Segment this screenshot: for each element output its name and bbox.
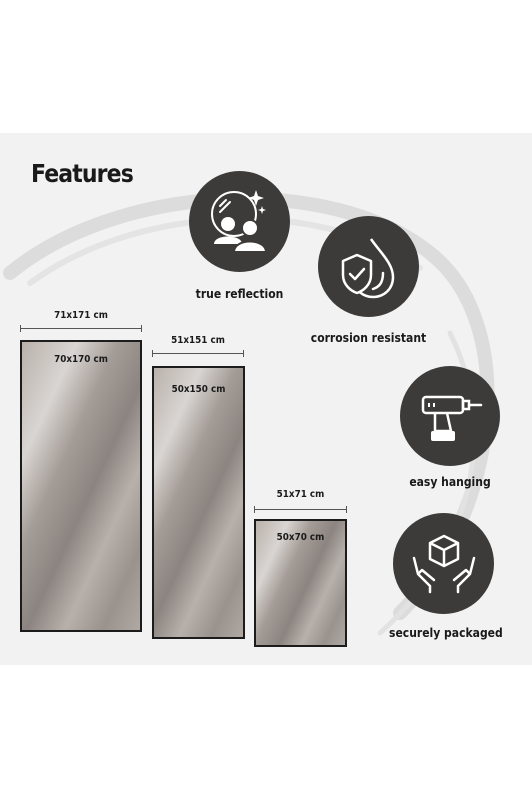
mirror-3: 50x70 cm	[254, 519, 347, 647]
corrosion-resistant-badge	[318, 216, 419, 317]
page-title: Features	[31, 159, 134, 188]
easy-hanging-badge	[400, 366, 500, 466]
people-reflection-icon	[210, 189, 267, 253]
mirror-1-outer-dimension: 71x171 cm	[54, 310, 108, 321]
mirror-2-inner-dimension: 50x150 cm	[171, 384, 226, 395]
features-panel: Features true reflection corrosion resis…	[0, 133, 532, 665]
hands-box-icon	[412, 534, 475, 593]
mirror-2: 50x150 cm	[152, 366, 245, 639]
mirror-3-inner-dimension: 50x70 cm	[276, 532, 325, 543]
mirror-2-outer-dimension: 51x151 cm	[171, 335, 225, 346]
mirror-1-dimension-line	[20, 325, 142, 332]
true-reflection-label: true reflection	[195, 287, 284, 301]
securely-packaged-label: securely packaged	[389, 626, 503, 640]
mirror-2-dimension-line	[152, 350, 244, 357]
securely-packaged-badge	[393, 513, 494, 614]
true-reflection-badge	[189, 171, 290, 272]
mirror-3-outer-dimension: 51x71 cm	[276, 489, 325, 500]
mirror-1-inner-dimension: 70x170 cm	[54, 354, 108, 365]
mirror-1: 70x170 cm	[20, 340, 142, 632]
easy-hanging-label: easy hanging	[409, 475, 491, 489]
corrosion-resistant-label: corrosion resistant	[310, 331, 427, 345]
drill-icon	[421, 395, 483, 441]
shield-water-drop-icon	[341, 237, 394, 298]
mirror-3-dimension-line	[254, 506, 347, 513]
